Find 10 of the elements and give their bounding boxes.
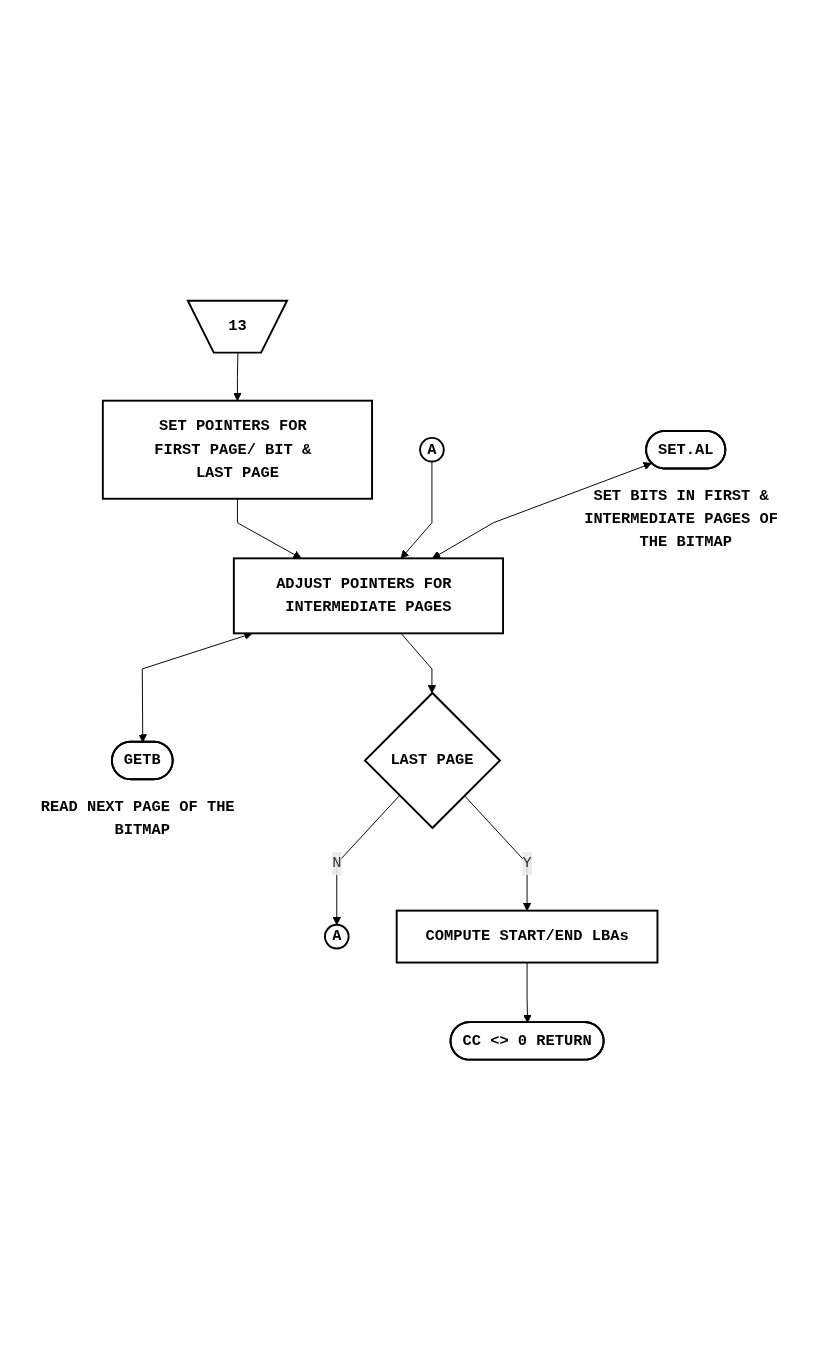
node-diamond: LAST PAGE bbox=[363, 691, 502, 830]
edge-label: Y bbox=[522, 854, 532, 872]
node-label: READ NEXT PAGE OF THE BITMAP bbox=[40, 798, 235, 839]
node-box: COMPUTE START/END LBAs bbox=[395, 909, 659, 964]
node-box: SET POINTERS FOR FIRST PAGE/ BIT & LAST PAGE bbox=[101, 399, 373, 500]
node-label: SET BITS IN FIRST & INTERMEDIATE PAGES OF THE BITMAP bbox=[584, 487, 779, 551]
node-circle: A bbox=[419, 436, 445, 463]
node-circle: A bbox=[324, 923, 350, 950]
edge-label: N bbox=[332, 854, 342, 872]
node-box: ADJUST POINTERS FOR INTERMEDIATE PAGES bbox=[232, 557, 504, 635]
